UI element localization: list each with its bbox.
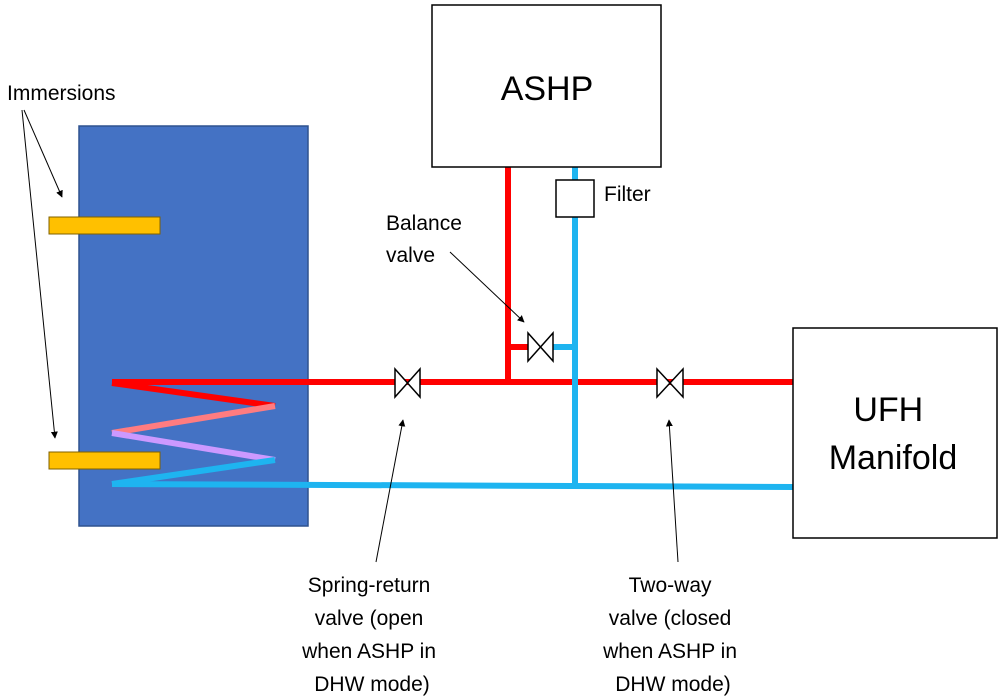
ufh-manifold-label-line: UFH (853, 391, 923, 429)
spring-return-valve-arrow (375, 419, 406, 563)
coil-segment-purple (111, 430, 276, 463)
coil-segment-return (111, 457, 276, 487)
immersions-arrow-bottom (21, 109, 58, 439)
immersion-heater-top (48, 216, 161, 235)
return-pipe-main (111, 481, 794, 490)
filter-label: Filter (604, 183, 651, 206)
two-way-valve-label-line: DHW mode) (615, 673, 731, 696)
ufh-manifold-box (792, 327, 998, 539)
ashp-label: ASHP (501, 70, 594, 108)
filter-symbol (555, 179, 595, 218)
balance-valve-arrow (449, 251, 525, 323)
two-way-valve-label-line: Two-way (629, 574, 712, 597)
immersion-heater-bottom (48, 451, 161, 470)
two-way-valve-arrow (665, 419, 679, 563)
two-way-valve-label-line: valve (closed (609, 607, 732, 630)
coil-segment-flow (111, 380, 276, 409)
spring-return-valve-symbol (394, 367, 421, 399)
spring-return-valve-label-line: when ASHP in (301, 640, 436, 663)
spring-return-valve-label-line: Spring-return (308, 574, 431, 597)
balance-valve-label-line: Balance (386, 212, 462, 235)
spring-return-valve-label-line: DHW mode) (314, 673, 430, 696)
two-way-valve-symbol (656, 367, 684, 399)
spring-return-valve-label-line: valve (open (315, 607, 424, 630)
immersions-label: Immersions (7, 82, 116, 105)
ufh-manifold-label-line: Manifold (829, 439, 958, 477)
two-way-valve-label: Two-way valve (closed when ASHP in DHW m… (602, 574, 743, 696)
coil-segment-pink (111, 403, 276, 436)
two-way-valve-label-line: when ASHP in (602, 640, 737, 663)
ashp-box (431, 4, 662, 168)
balance-valve-label-line: valve (386, 244, 435, 267)
immersions-arrow-top (23, 109, 63, 198)
balance-valve-label: Balance valve (386, 212, 468, 267)
balance-valve-symbol (527, 331, 554, 363)
ufh-manifold-label: UFH Manifold (829, 391, 958, 477)
spring-return-valve-label: Spring-return valve (open when ASHP in D… (301, 574, 442, 696)
